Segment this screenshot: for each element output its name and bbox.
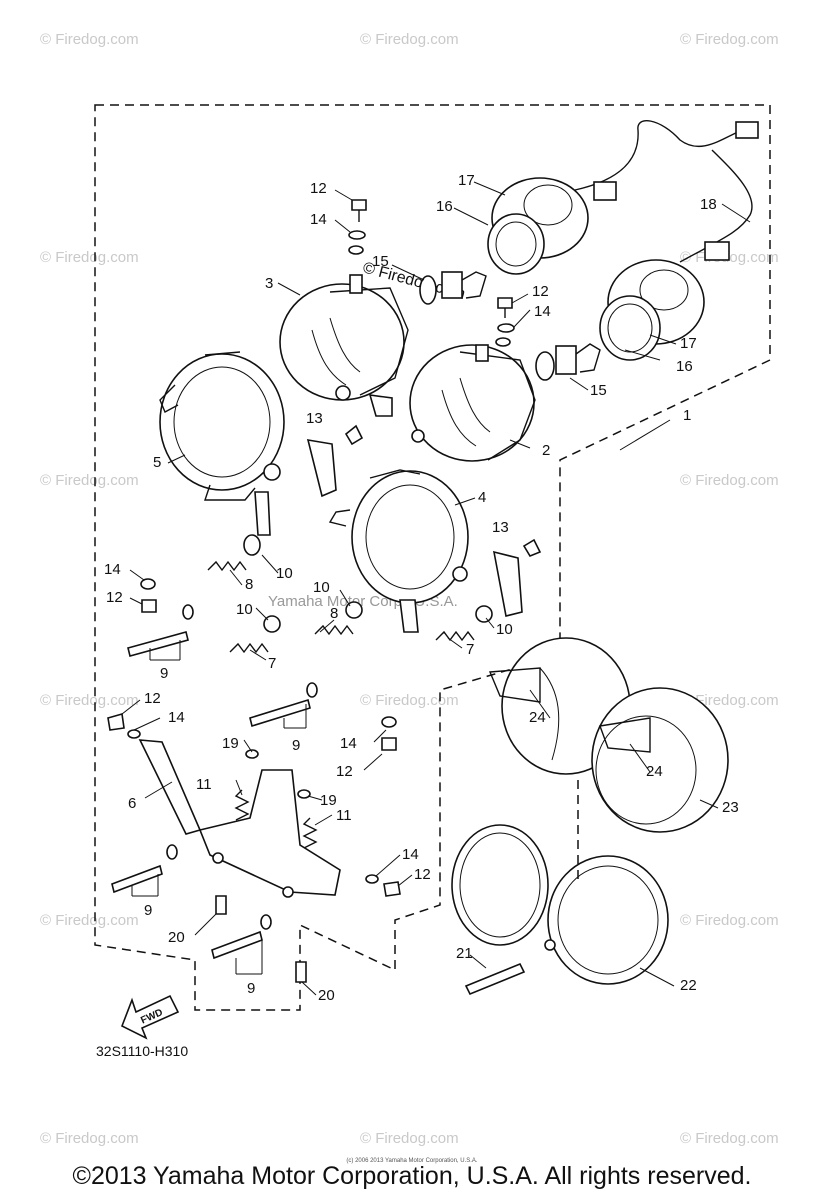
- mount-bracket-right: [492, 550, 523, 617]
- watermark: © Firedog.com: [360, 1130, 459, 1147]
- callout-12: 12: [532, 283, 549, 300]
- callout-16: 16: [436, 198, 453, 215]
- leader-lines: [121, 181, 751, 996]
- callout-14: 14: [168, 709, 185, 726]
- callout-labels: 1 2 3 4 5 6 7 7 8 8 9 9 9 9 10 10 10 10 …: [104, 172, 739, 1004]
- forward-direction-icon: FWD: [120, 994, 180, 1040]
- diagram-code: 32S1110-H310: [96, 1043, 189, 1059]
- callout-22: 22: [680, 977, 697, 994]
- watermark: © Firedog.com: [680, 472, 779, 489]
- watermark: © Firedog.com: [680, 912, 779, 929]
- callout-14: 14: [340, 735, 357, 752]
- headlight-lens-22: [451, 824, 669, 985]
- copyright-notice: ©2013 Yamaha Motor Corporation, U.S.A. A…: [72, 1162, 752, 1190]
- watermark: © Firedog.com: [40, 912, 139, 929]
- wire-harness-18: [574, 120, 759, 263]
- callout-14: 14: [310, 211, 327, 228]
- callout-3: 3: [265, 275, 273, 292]
- callout-9: 9: [160, 665, 168, 682]
- callout-13: 13: [492, 519, 509, 536]
- callout-21: 21: [456, 945, 473, 962]
- callout-9: 9: [247, 980, 255, 997]
- callout-24: 24: [646, 763, 663, 780]
- callout-14: 14: [104, 561, 121, 578]
- callout-2: 2: [542, 442, 550, 459]
- headlight-unit-3: [279, 274, 409, 417]
- callout-8: 8: [330, 605, 338, 622]
- callout-5: 5: [153, 454, 161, 471]
- watermark: © Firedog.com: [40, 249, 139, 266]
- fine-print: (c) 2006 2013 Yamaha Motor Corporation, …: [346, 1158, 478, 1164]
- callout-19: 19: [222, 735, 239, 752]
- watermark: © Firedog.com: [40, 472, 139, 489]
- headlight-case-23: [591, 687, 729, 833]
- watermark: © Firedog.com: [40, 31, 139, 48]
- callout-14: 14: [402, 846, 419, 863]
- callout-9: 9: [292, 737, 300, 754]
- headlight-stay-6: [138, 739, 341, 898]
- assembly-boundary: [94, 104, 771, 1011]
- watermark: © Firedog.com: [40, 1130, 139, 1147]
- callout-13: 13: [306, 410, 323, 427]
- watermark: © Firedog.com: [360, 692, 459, 709]
- callout-10: 10: [313, 579, 330, 596]
- callout-12: 12: [144, 690, 161, 707]
- callout-17: 17: [680, 335, 697, 352]
- callout-4: 4: [478, 489, 486, 506]
- callout-11: 11: [196, 776, 212, 793]
- watermark: © Firedog.com: [680, 31, 779, 48]
- callout-10: 10: [496, 621, 513, 638]
- callout-15: 15: [590, 382, 607, 399]
- headlight-rim-4: [328, 469, 469, 633]
- callout-20: 20: [318, 987, 335, 1004]
- callout-10: 10: [236, 601, 253, 618]
- headlight-rim-5: [159, 351, 285, 536]
- watermark: © Firedog.com: [360, 31, 459, 48]
- callout-16: 16: [676, 358, 693, 375]
- callout-7: 7: [268, 655, 276, 672]
- callout-14: 14: [534, 303, 551, 320]
- callout-10: 10: [276, 565, 293, 582]
- headlight-unit-2: [409, 344, 536, 462]
- callout-12: 12: [106, 589, 123, 606]
- bulb-cover-17-upper: [487, 177, 589, 275]
- mount-bracket-left: [306, 439, 337, 498]
- bulb-cover-17-lower: [599, 259, 705, 361]
- callout-1: 1: [683, 407, 691, 424]
- watermark: © Firedog.com: [680, 1130, 779, 1147]
- callout-12: 12: [336, 763, 353, 780]
- callout-8: 8: [245, 576, 253, 593]
- callout-7: 7: [466, 641, 474, 658]
- watermark: © Firedog.com: [40, 692, 139, 709]
- bulb-15-upper: [419, 271, 487, 305]
- callout-12: 12: [414, 866, 431, 883]
- callout-12: 12: [310, 180, 327, 197]
- callout-20: 20: [168, 929, 185, 946]
- callout-23: 23: [722, 799, 739, 816]
- callout-9: 9: [144, 902, 152, 919]
- bolt-group: [111, 604, 526, 996]
- fastener-group: [107, 199, 542, 897]
- callout-11: 11: [336, 807, 352, 824]
- callout-6: 6: [128, 795, 136, 812]
- callout-17: 17: [458, 172, 475, 189]
- callout-15: 15: [372, 253, 389, 270]
- callout-19: 19: [320, 792, 337, 809]
- bulb-15-lower: [535, 343, 601, 381]
- callout-18: 18: [700, 196, 717, 213]
- callout-24: 24: [529, 709, 546, 726]
